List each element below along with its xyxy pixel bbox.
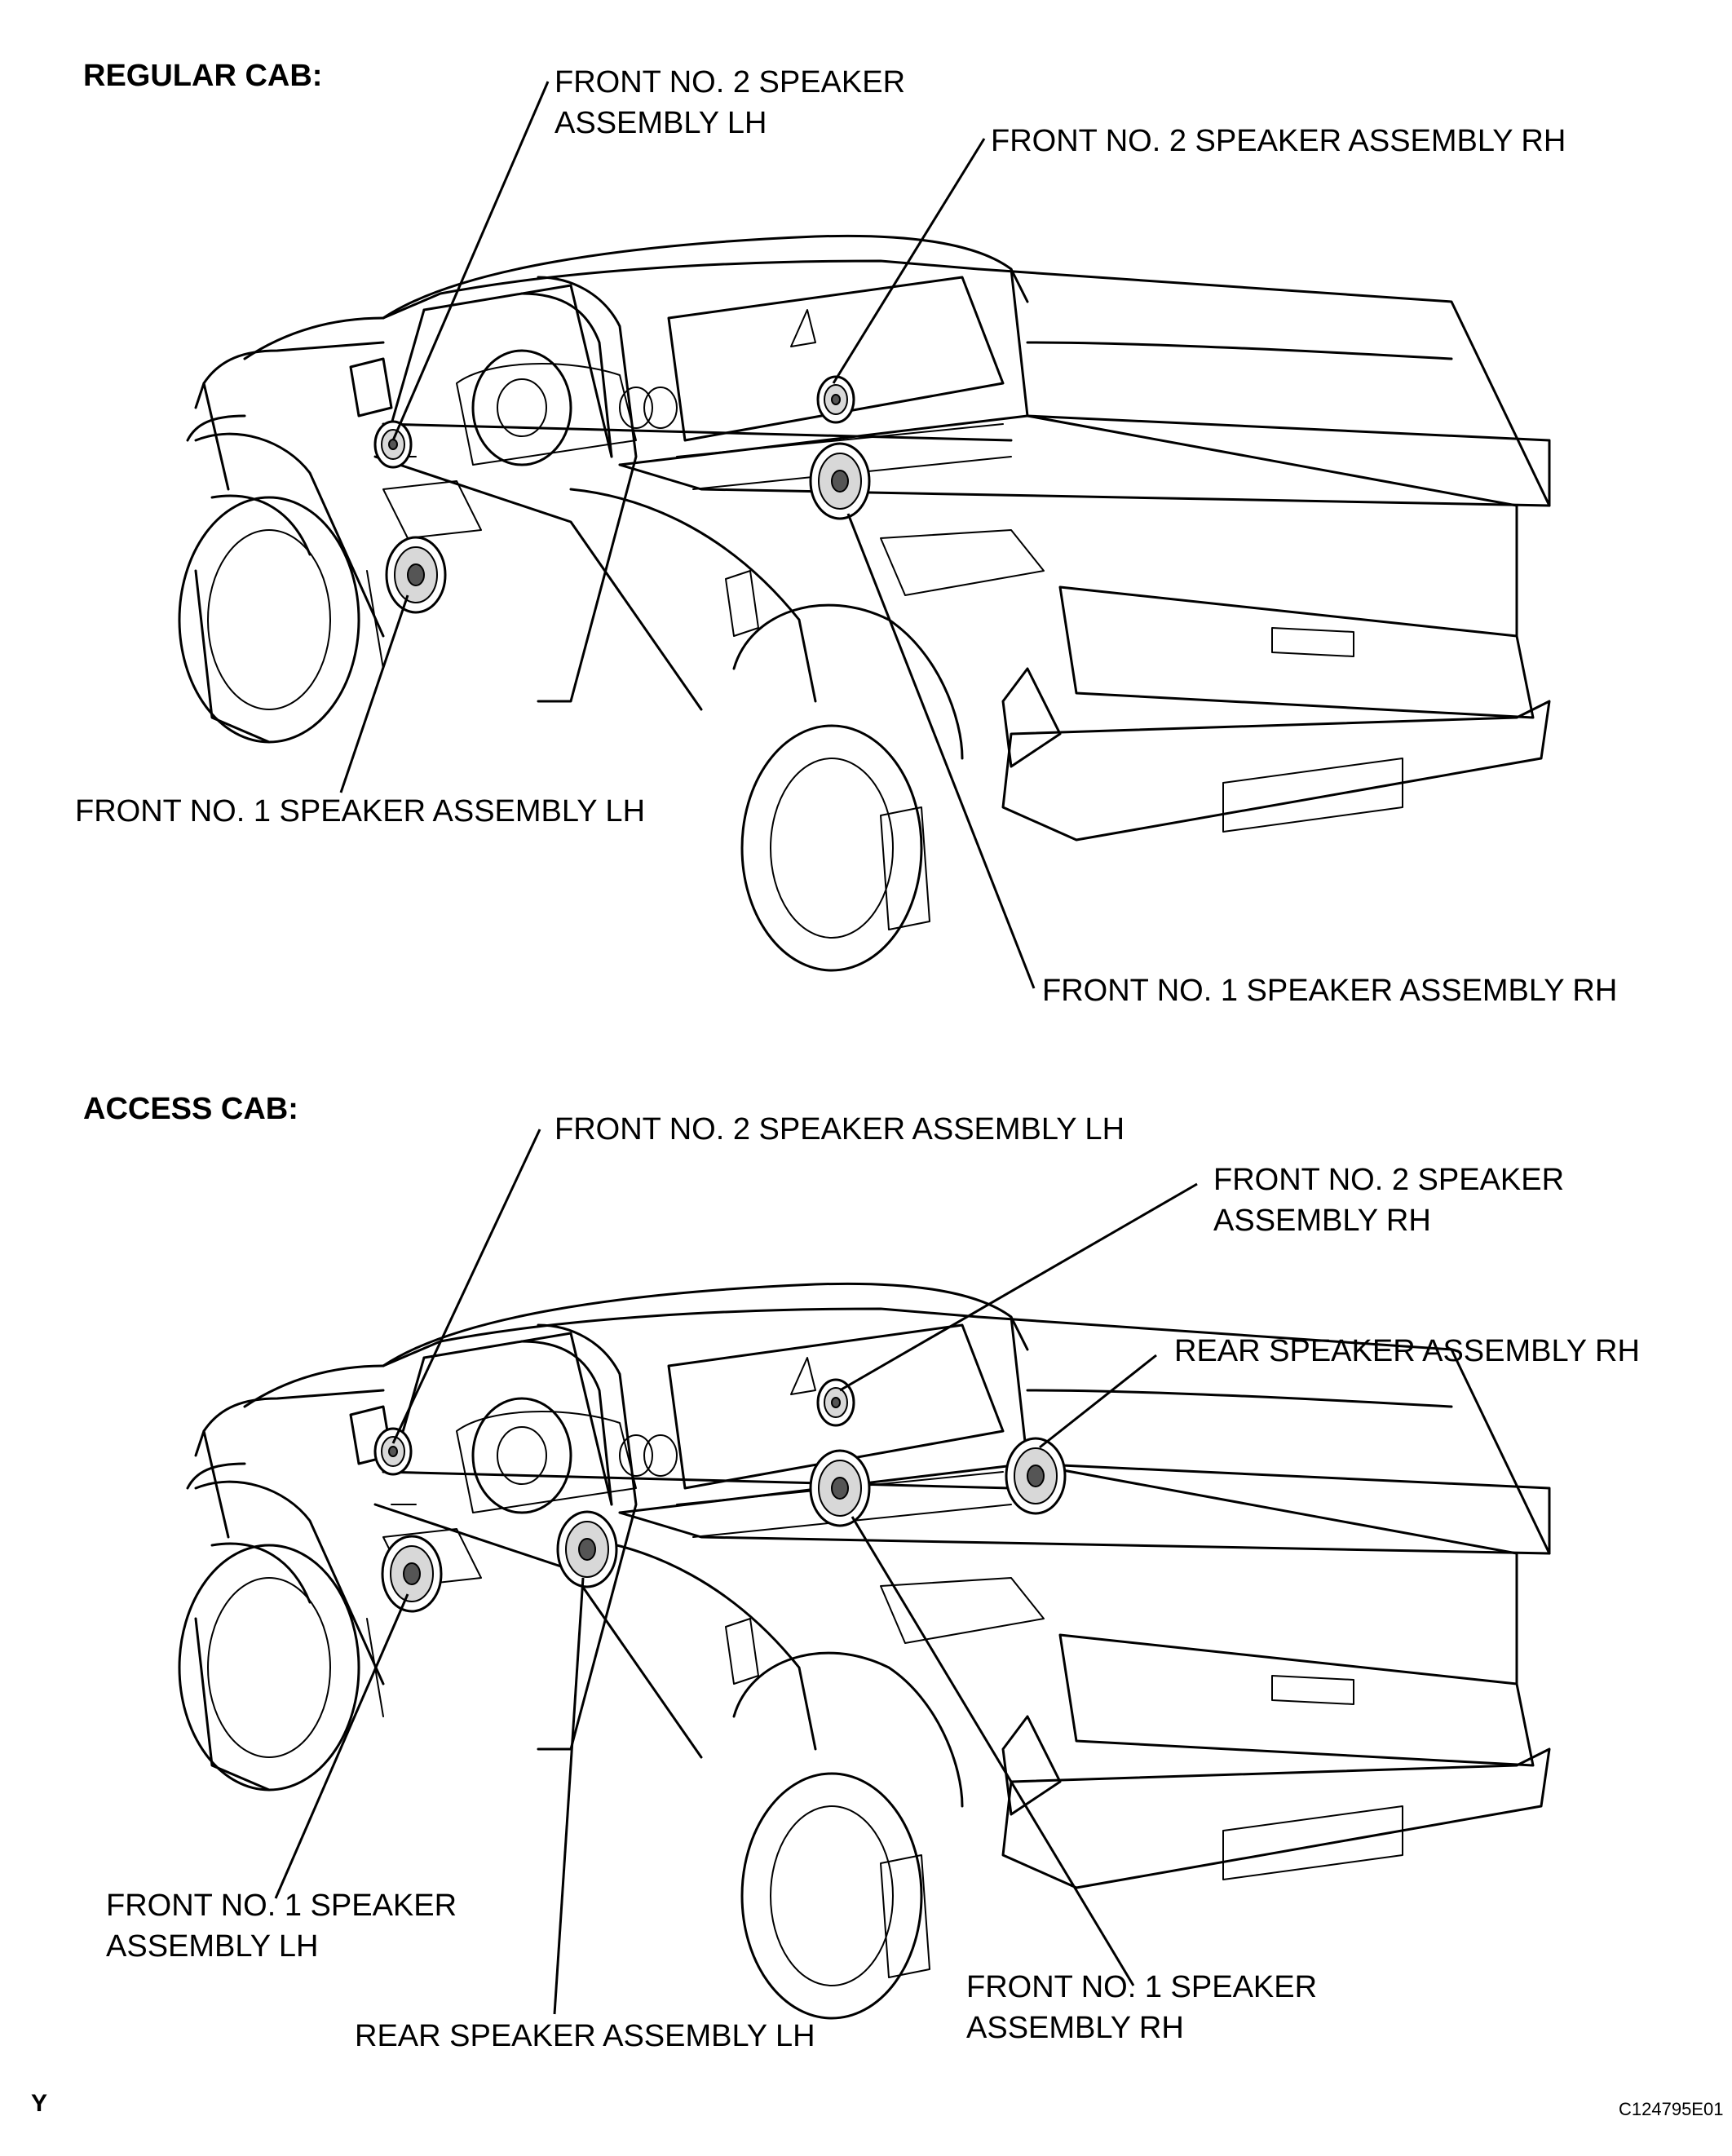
label-regular-front1-lh: FRONT NO. 1 SPEAKER ASSEMBLY LH: [75, 794, 646, 828]
access-front1-rh-speaker: [809, 1449, 871, 1527]
leader-access-rear-rh: [1039, 1354, 1157, 1449]
leader-regular-front2-rh: [832, 138, 986, 384]
regular-front2-rh-speaker: [816, 375, 855, 424]
label-access-front2-rh-line2: ASSEMBLY RH: [1213, 1204, 1431, 1238]
section-header-access-cab: ACCESS CAB:: [83, 1092, 298, 1126]
label-regular-front2-lh-line1: FRONT NO. 2 SPEAKER: [555, 65, 906, 99]
section-header-regular-cab: REGULAR CAB:: [83, 59, 323, 93]
label-access-rear-lh: REAR SPEAKER ASSEMBLY LH: [355, 2019, 815, 2053]
leader-regular-front2-lh: [391, 81, 550, 441]
regular-front1-rh-speaker: [809, 442, 871, 520]
leader-access-rear-lh: [553, 1577, 585, 2015]
label-access-front2-lh: FRONT NO. 2 SPEAKER ASSEMBLY LH: [555, 1112, 1125, 1146]
label-access-front1-lh-line2: ASSEMBLY LH: [106, 1929, 319, 1964]
access-rear-rh-speaker: [1005, 1437, 1067, 1515]
label-access-front1-lh-line1: FRONT NO. 1 SPEAKER: [106, 1889, 457, 1923]
label-regular-front1-rh: FRONT NO. 1 SPEAKER ASSEMBLY RH: [1042, 974, 1618, 1008]
label-access-front1-rh-line2: ASSEMBLY RH: [966, 2011, 1184, 2045]
footer-mark: Y: [31, 2090, 48, 2117]
leader-access-front2-rh: [839, 1182, 1198, 1392]
label-regular-front2-lh-line2: ASSEMBLY LH: [555, 106, 767, 140]
regular-front1-lh-speaker: [385, 536, 447, 614]
access-rear-lh-speaker: [556, 1510, 618, 1588]
leader-access-front1-rh: [851, 1516, 1135, 1986]
label-access-front2-rh-line1: FRONT NO. 2 SPEAKER: [1213, 1163, 1565, 1197]
leader-regular-front1-rh: [846, 513, 1036, 989]
leader-access-front1-lh: [274, 1593, 409, 1899]
label-regular-front2-rh: FRONT NO. 2 SPEAKER ASSEMBLY RH: [991, 124, 1566, 158]
figure-code: C124795E01: [1619, 2099, 1724, 2119]
label-access-rear-rh: REAR SPEAKER ASSEMBLY RH: [1174, 1334, 1640, 1368]
access-front2-lh-speaker: [373, 1427, 413, 1476]
leader-access-front2-lh: [391, 1129, 541, 1444]
leader-regular-front1-lh: [339, 594, 409, 793]
access-front1-lh-speaker: [381, 1535, 443, 1613]
regular-cab-truck: [178, 234, 1551, 972]
label-access-front1-rh-line1: FRONT NO. 1 SPEAKER: [966, 1970, 1318, 2004]
regular-front2-lh-speaker: [373, 420, 413, 469]
